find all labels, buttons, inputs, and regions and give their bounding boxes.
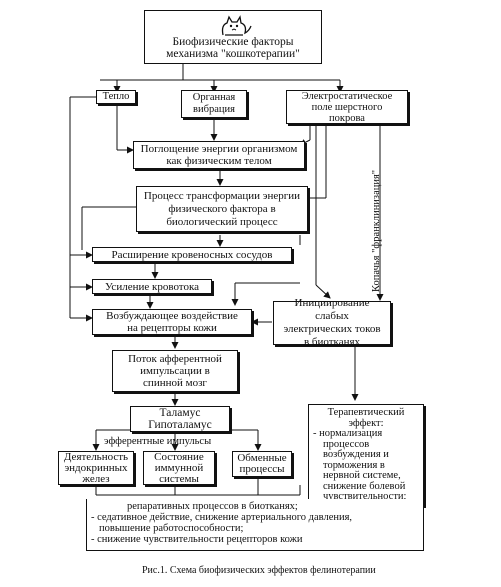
metabolic-line2: процессы — [239, 463, 285, 475]
factor-electro-line3: покрова — [329, 112, 365, 124]
cat-icon — [221, 15, 252, 36]
factor-vibration-line2: вибрация — [193, 104, 235, 115]
vessels-box: Расширение кровеносных сосудов — [92, 247, 292, 262]
currents-line3: в биотканях — [303, 336, 361, 348]
therapy-item1-line5: нервной системе, — [323, 470, 401, 481]
transform-line3: биологический процесс — [166, 215, 278, 228]
transform-box: Процесс трансформации энергии физическог… — [136, 186, 308, 232]
factor-electro-line1: Электростатическое — [301, 90, 393, 102]
metabolic-box: Обменные процессы — [232, 451, 292, 477]
afferent-line2: импульсации в — [140, 365, 210, 377]
therapy-item4: - снижение чувствительности рецепторов к… — [91, 534, 303, 545]
therapy-title-line2: эффект: — [348, 417, 384, 429]
factor-heat-label: Тепло — [102, 91, 130, 102]
endocrine-line2: эндокринных — [64, 461, 128, 474]
factor-electro-line2: поле шерстного — [311, 101, 383, 113]
therapy-item1-line3: возбуждения и — [323, 449, 389, 460]
currents-line2: электрических токов — [283, 323, 381, 335]
title-line1: Биофизические факторы — [172, 36, 294, 48]
bloodflow-box: Усиление кровотока — [92, 279, 212, 294]
factor-heat-box: Тепло — [96, 90, 136, 104]
afferent-line1: Поток афферентной — [128, 353, 222, 365]
title-line2: механизма "кошкотерапии" — [166, 48, 300, 60]
therapy-item2: репаративных процессов в биотканях; — [127, 501, 298, 512]
transform-line2: физического фактора в — [168, 202, 276, 215]
transform-line1: Процесс трансформации энергии — [143, 189, 301, 202]
absorption-box: Поглощение энергии организмом как физиче… — [133, 141, 305, 169]
endocrine-box: Деятельность эндокринных желез — [58, 451, 134, 485]
currents-box: Инициирование слабых электрических токов… — [273, 297, 391, 348]
absorption-line1: Поглощение энергии организмом — [140, 143, 298, 155]
factor-vibration-box: Органная вибрация — [181, 90, 247, 118]
bloodflow-label: Усиление кровотока — [104, 280, 200, 293]
therapy-title-line1: Терапевтический — [327, 407, 405, 418]
receptors-box: Возбуждающее воздействие на рецепторы ко… — [92, 309, 252, 335]
afferent-box: Поток афферентной импульсации в спинной … — [112, 350, 238, 392]
endocrine-line3: желез — [82, 472, 110, 485]
therapy-item3-line2: повышение работоспособности; — [99, 523, 244, 534]
immune-line2: иммунной — [154, 461, 204, 474]
title-box: Биофизические факторы механизма "кошкоте… — [144, 10, 322, 64]
franklinization-label: Копачья "франклинизация" — [371, 169, 382, 292]
therapy-item1-line1: - нормализация — [313, 428, 383, 439]
absorption-line2: как физическим телом — [166, 155, 272, 167]
receptors-line2: на рецепторы кожи — [127, 322, 217, 334]
therapy-lower-box: репаративных процессов в биотканях; - се… — [86, 499, 424, 551]
metabolic-line1: Обменные — [237, 452, 287, 464]
vessels-label: Расширение кровеносных сосудов — [111, 248, 273, 261]
endocrine-line1: Деятельность — [63, 450, 129, 463]
thalamus-box: Таламус Гипоталамус — [130, 406, 230, 432]
therapy-box: Терапевтический эффект: - нормализация п… — [308, 404, 424, 506]
factor-electro-box: Электростатическое поле шерстного покров… — [286, 90, 408, 124]
therapy-item1-line2: процессов — [323, 438, 370, 450]
immune-box: Состояние иммунной системы — [143, 451, 215, 485]
immune-line3: системы — [159, 472, 199, 485]
thalamus-line2: Гипоталамус — [148, 419, 212, 431]
afferent-line3: спинной мозг — [143, 377, 207, 389]
factor-vibration-line1: Органная — [192, 92, 236, 103]
therapy-item3-line1: - седативное действие, снижение артериал… — [91, 512, 353, 523]
efferent-label: эфферентные импульсы — [104, 436, 212, 447]
therapy-item1-line7: чувствительности; — [323, 491, 407, 502]
therapy-item1-line4: торможения в — [323, 459, 385, 471]
immune-line1: Состояние — [154, 450, 204, 463]
currents-line1: Инициирование слабых — [294, 297, 370, 322]
therapy-item1-line6: снижение болевой — [323, 480, 406, 492]
receptors-line1: Возбуждающее воздействие — [106, 310, 238, 322]
thalamus-line1: Таламус — [159, 407, 201, 419]
figure-caption: Рис.1. Схема биофизических эффектов фели… — [142, 565, 376, 576]
